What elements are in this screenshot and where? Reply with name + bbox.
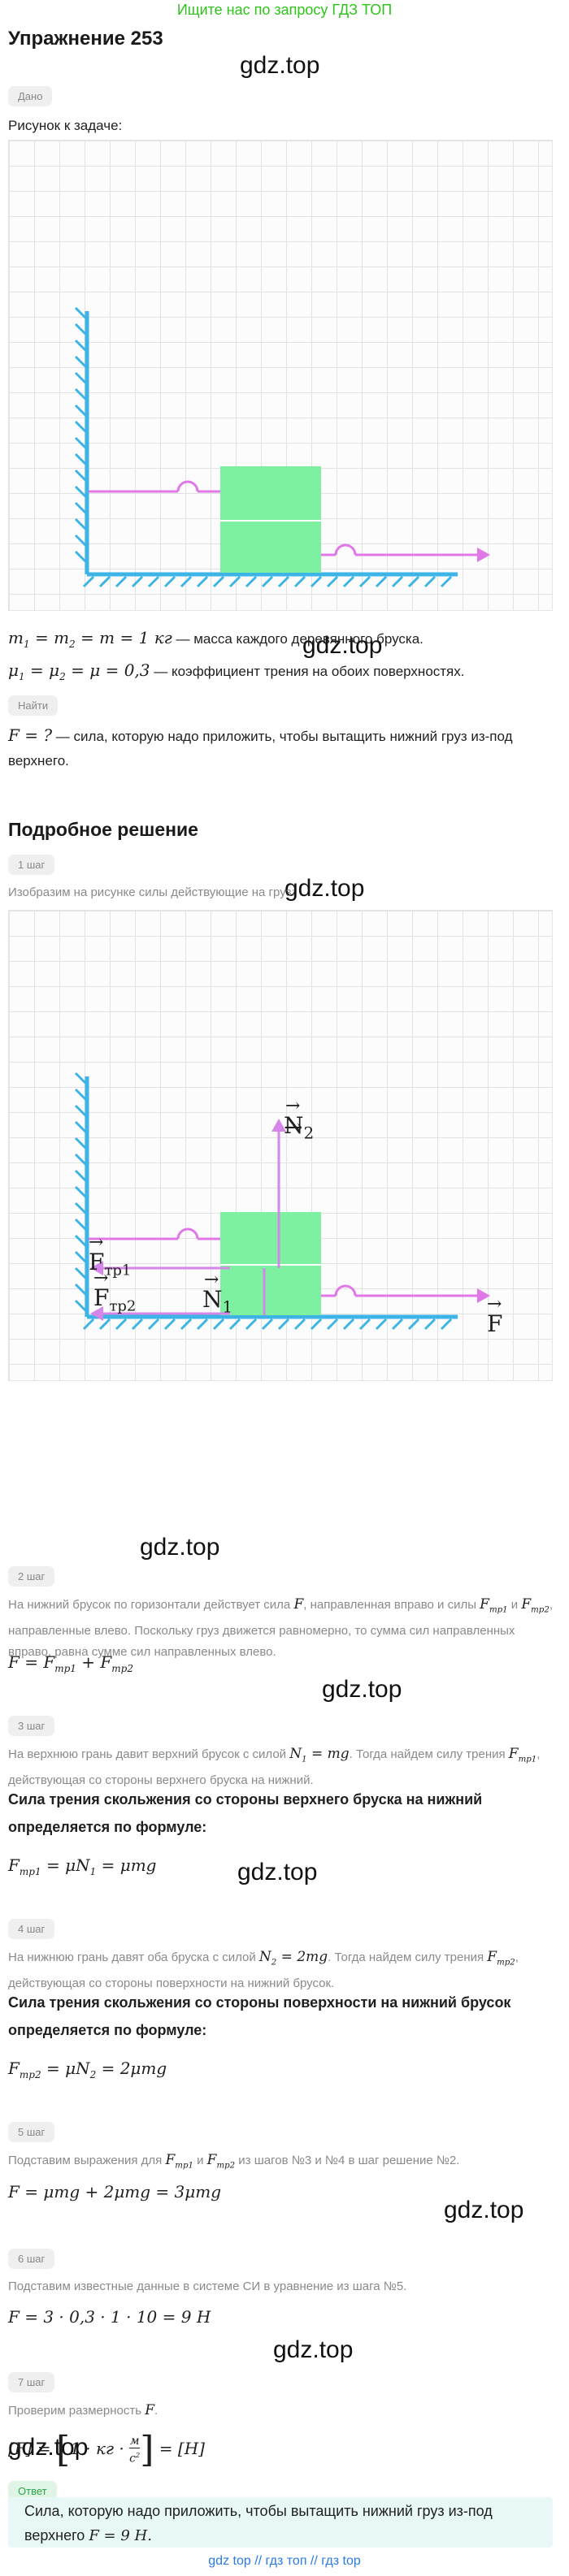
force-ftr2: →Fтр2 [93, 1268, 137, 1315]
forces-figure: → →N2 →N1 →Fтр1 →Fтр2 →F [8, 910, 553, 1381]
solution-heading: Подробное решение [8, 819, 198, 840]
find-chip: Найти [8, 695, 59, 716]
watermark: gdz.top [273, 2336, 354, 2363]
step-3-bold: Сила трения скольжения со стороны верхне… [8, 1791, 483, 1835]
watermark: gdz.top [284, 875, 365, 902]
step-4-text: На нижнюю грань давят оба бруска с силой… [8, 1949, 519, 1991]
watermark: gdz.top [140, 1534, 220, 1561]
step-5-formula: F = μmg + 2μmg = 3μmg [8, 2182, 222, 2202]
footer-links[interactable]: gdz top // гдз топ // гдз top [208, 2554, 361, 2568]
force-label-n2: → [284, 1114, 303, 1141]
step-6-chip: 6 шаг [8, 2249, 55, 2269]
watermark: gdz.top [240, 52, 320, 79]
step-6-text: Подставим известные данные в системе СИ … [8, 2279, 407, 2293]
force-ftr1: →Fтр1 [89, 1232, 132, 1279]
given-chip: Дано [8, 86, 53, 106]
given-friction: μ1 = μ2 = μ = 0,3 — коэффициент трения н… [8, 660, 465, 682]
step-2-chip: 2 шаг [8, 1566, 55, 1587]
step-4-formula: Fтр2 = μN2 = 2μmg [8, 2059, 167, 2080]
problem-figure [8, 140, 553, 611]
page-title: Упражнение 253 [8, 28, 163, 50]
watermark: gdz.top [322, 1676, 402, 1703]
step-2-formula: F = Fтр1 + Fтр2 [8, 1652, 133, 1674]
watermark: gdz.top [237, 1859, 318, 1885]
search-banner[interactable]: Ищите нас по запросу ГДЗ ТОП [176, 2, 393, 18]
step-4-bold: Сила трения скольжения со стороны поверх… [8, 1994, 511, 2038]
step-6-formula: F = 3 · 0,3 · 1 · 10 = 9 H [8, 2307, 211, 2327]
step-3-chip: 3 шаг [8, 1716, 55, 1736]
step-5-text: Подставим выражения для Fтр1 и Fтр2 из ш… [8, 2152, 460, 2171]
watermark: gdz.top [302, 632, 383, 659]
step-7-chip: 7 шаг [8, 2372, 55, 2392]
find-text: F = ? — сила, которую надо приложить, чт… [8, 725, 513, 768]
force-n2: →N2 [284, 1096, 315, 1143]
step-2-text: На нижний брусок по горизонтали действуе… [8, 1596, 553, 1660]
given-mass: m1 = m2 = m = 1 кг — масса каждого дерев… [8, 628, 423, 650]
watermark: gdz.top [444, 2197, 524, 2223]
step-3-formula: Fтр1 = μN1 = μmg [8, 1855, 157, 1877]
step-4-chip: 4 шаг [8, 1919, 55, 1939]
figure-caption: Рисунок к задаче: [8, 118, 123, 133]
step-1-text: Изобразим на рисунке силы действующие на… [8, 885, 295, 899]
step-5-chip: 5 шаг [8, 2122, 55, 2142]
answer-text: Сила, которую надо приложить, чтобы выта… [24, 2503, 493, 2544]
force-n1: →N1 [202, 1270, 233, 1317]
step-1-chip: 1 шаг [8, 855, 55, 875]
answer-box: Сила, которую надо приложить, чтобы выта… [8, 2497, 553, 2548]
step-3-text: На верхнюю грань давит верхний брусок с … [8, 1746, 541, 1788]
forces-diagram [74, 1072, 490, 1331]
watermark: gdz.top [8, 2434, 89, 2461]
step-7-text: Проверим размерность F. [8, 2402, 159, 2418]
problem-diagram [74, 306, 490, 588]
force-f: →F [487, 1294, 503, 1337]
